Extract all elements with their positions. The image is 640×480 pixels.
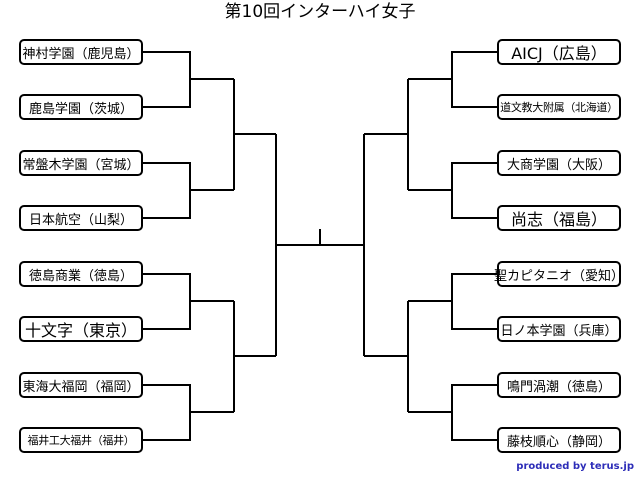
team-left-8: 福井工大福井（福井）: [19, 427, 143, 453]
bracket-line: [451, 51, 497, 108]
credit-text: produced by terus.jp: [516, 461, 634, 472]
team-right-8: 藤枝順心（静岡）: [497, 427, 621, 453]
team-left-4: 日本航空（山梨）: [19, 205, 143, 231]
team-right-5: 聖カピタニオ（愛知）: [494, 261, 624, 287]
team-left-3: 常盤木学園（宮城）: [19, 150, 143, 176]
page-title: 第10回インターハイ女子: [224, 2, 416, 22]
bracket-line: [451, 273, 497, 330]
team-left-7: 東海大福岡（福岡）: [19, 372, 143, 398]
bracket-line: [143, 273, 191, 330]
bracket-line: [451, 384, 497, 441]
team-right-1: AICJ（広島）: [497, 39, 621, 65]
team-right-4: 尚志（福島）: [497, 205, 621, 231]
bracket-line: [143, 51, 191, 108]
bracket-line: [143, 384, 191, 441]
team-right-6: 日ノ本学園（兵庫）: [497, 316, 621, 342]
team-right-3: 大商学園（大阪）: [497, 150, 621, 176]
bracket-line: [451, 162, 497, 219]
team-right-7: 鳴門渦潮（徳島）: [497, 372, 621, 398]
team-left-1: 神村学園（鹿児島）: [19, 39, 143, 65]
bracket-line: [143, 162, 191, 219]
team-left-2: 鹿島学園（茨城）: [19, 94, 143, 120]
team-left-5: 徳島商業（徳島）: [19, 261, 143, 287]
team-right-2: 道文教大附属（北海道）: [497, 94, 621, 120]
team-left-6: 十文字（東京）: [19, 316, 143, 342]
